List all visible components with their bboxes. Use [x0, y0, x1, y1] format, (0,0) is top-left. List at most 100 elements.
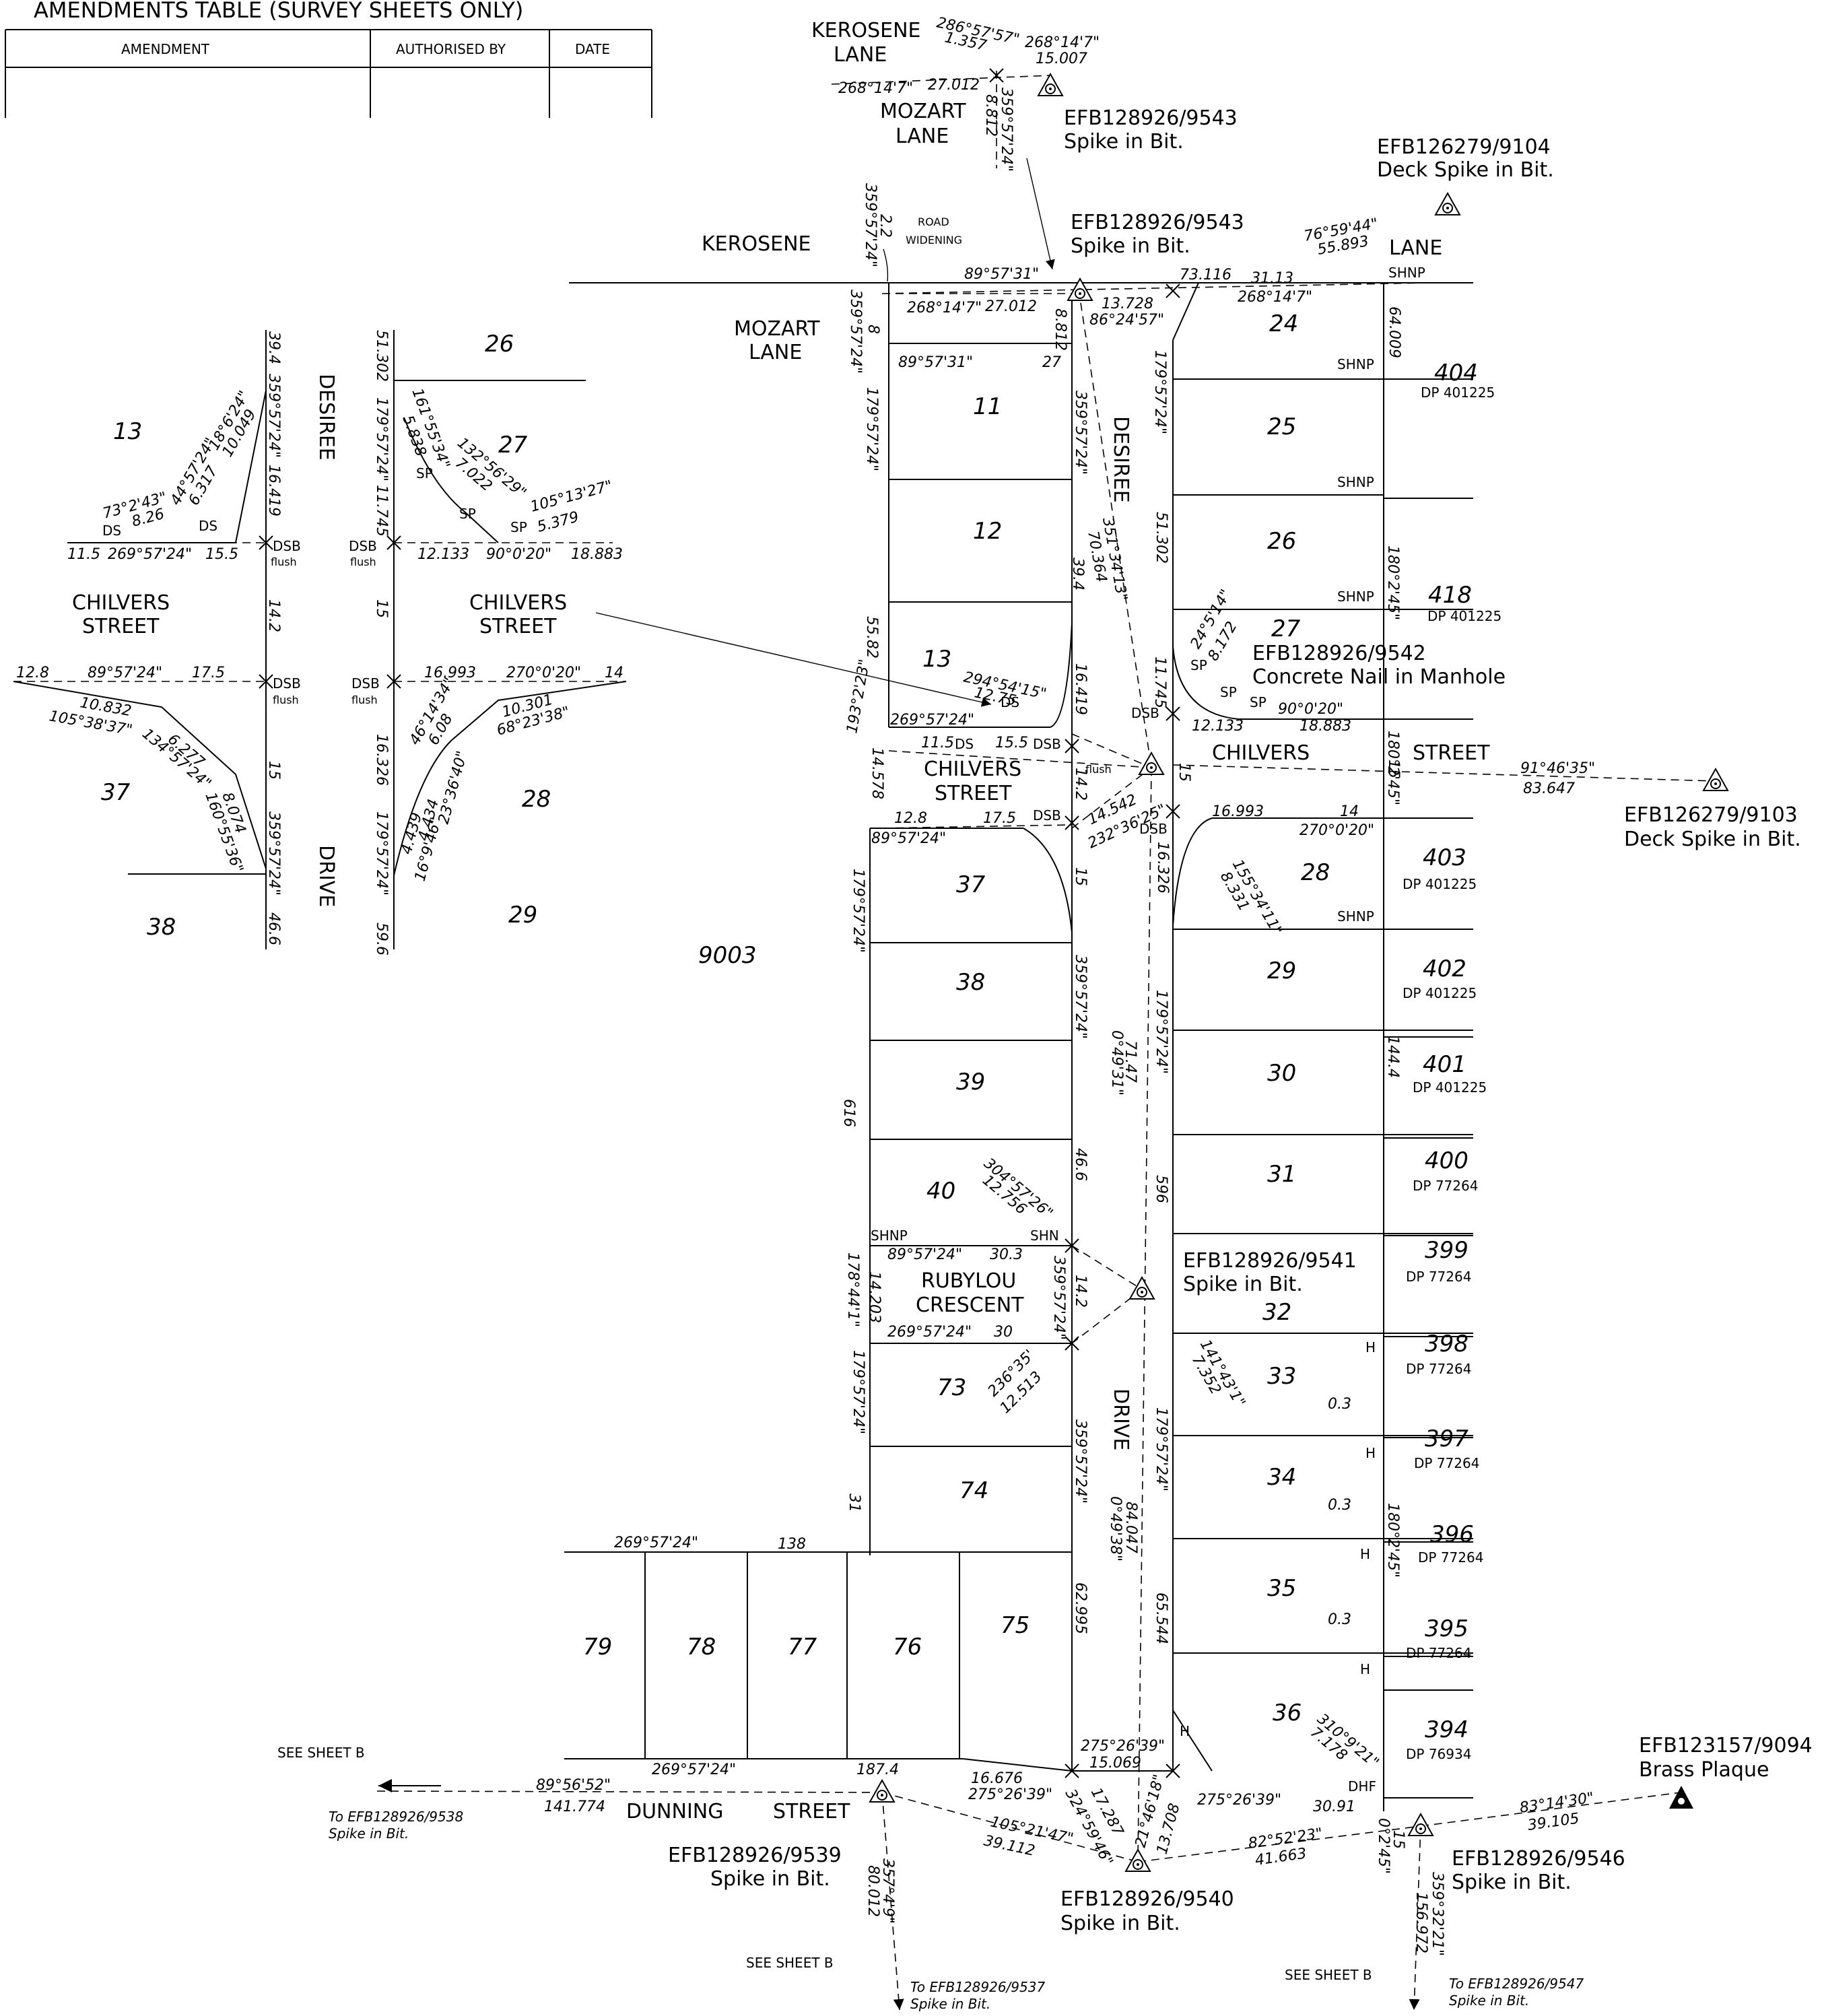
- svg-text:flush: flush: [350, 556, 376, 568]
- svg-text:8.812: 8.812: [1052, 308, 1069, 351]
- svg-text:14.578: 14.578: [869, 747, 885, 799]
- mark-9543-top-desc: Spike in Bit.: [1064, 130, 1184, 154]
- svg-text:359°57'24": 359°57'24": [847, 290, 864, 374]
- drive-label: DRIVE: [1109, 1388, 1133, 1450]
- svg-text:179°57'24": 179°57'24": [1151, 350, 1168, 434]
- pm-9540-icon: [1125, 1849, 1151, 1872]
- svg-text:359°32'21": 359°32'21": [1429, 1872, 1446, 1956]
- svg-text:SHNP: SHNP: [1337, 908, 1374, 925]
- svg-text:14.2: 14.2: [1072, 768, 1089, 801]
- mark-9539-id: EFB128926/9539: [668, 1844, 842, 1867]
- lot-75: 75: [1001, 1612, 1030, 1639]
- svg-text:17.5: 17.5: [192, 665, 225, 681]
- lot-74: 74: [959, 1477, 988, 1504]
- pm-9104-icon: [1435, 193, 1460, 215]
- mark-9541-desc: Spike in Bit.: [1183, 1273, 1303, 1296]
- svg-text:27.012: 27.012: [985, 298, 1037, 315]
- svg-text:268°14'7": 268°14'7": [1025, 34, 1100, 51]
- svg-text:14.2: 14.2: [1072, 1275, 1089, 1308]
- lot-396: 396: [1430, 1521, 1474, 1548]
- svg-text:DSB: DSB: [351, 675, 380, 692]
- svg-text:86°24'57": 86°24'57": [1089, 312, 1164, 329]
- svg-text:0°49'31": 0°49'31": [1108, 1030, 1125, 1096]
- lot-12: 12: [973, 518, 1002, 545]
- svg-text:138: 138: [778, 1536, 806, 1553]
- lot-403: 403: [1423, 844, 1466, 871]
- svg-text:180°2'45": 180°2'45": [1384, 1503, 1401, 1578]
- svg-text:30: 30: [994, 1324, 1013, 1341]
- svg-text:268°14'7": 268°14'7": [838, 80, 913, 97]
- mark-9104-id: EFB126279/9104: [1377, 135, 1551, 159]
- svg-text:SP: SP: [1190, 657, 1207, 673]
- svg-text:16.419: 16.419: [1072, 663, 1089, 715]
- svg-text:80.012: 80.012: [865, 1865, 881, 1917]
- svg-text:DP 77264: DP 77264: [1414, 1455, 1479, 1471]
- svg-text:359°57'24": 359°57'24": [265, 374, 282, 458]
- mark-9094-id: EFB123157/9094: [1639, 1734, 1813, 1757]
- kerosene-top: KEROSENE: [811, 19, 920, 42]
- svg-text:16.326: 16.326: [373, 734, 390, 786]
- lane-label: LANE: [1389, 236, 1442, 260]
- svg-text:DP 77264: DP 77264: [1406, 1269, 1471, 1285]
- svg-text:51.302: 51.302: [1153, 512, 1170, 564]
- mozart-label: MOZART: [734, 317, 820, 341]
- pm-9543-top-icon: [1038, 73, 1063, 96]
- svg-text:30.91: 30.91: [1313, 1799, 1355, 1815]
- lot-28: 28: [1301, 859, 1330, 886]
- svg-text:2.2: 2.2: [877, 214, 893, 238]
- svg-text:DHF: DHF: [1348, 1778, 1376, 1794]
- svg-text:31: 31: [846, 1493, 863, 1512]
- svg-text:SHN: SHN: [1030, 1228, 1059, 1244]
- svg-text:15: 15: [1176, 763, 1192, 782]
- svg-text:269°57'24": 269°57'24": [108, 546, 192, 563]
- svg-text:359°57'24": 359°57'24": [1050, 1256, 1067, 1340]
- svg-text:SP: SP: [1220, 684, 1237, 700]
- mark-9539-desc: Spike in Bit.: [710, 1867, 830, 1891]
- lot-404: 404: [1434, 360, 1478, 387]
- svg-text:89°57'24": 89°57'24": [887, 1246, 962, 1263]
- svg-text:SP: SP: [510, 519, 527, 535]
- svg-text:27.012: 27.012: [928, 77, 980, 94]
- lot-31: 31: [1267, 1161, 1296, 1188]
- svg-text:178°44'1": 178°44'1": [844, 1252, 861, 1327]
- svg-text:89°56'52": 89°56'52": [536, 1777, 611, 1794]
- svg-text:16.326: 16.326: [1154, 842, 1171, 894]
- svg-text:0°49'38": 0°49'38": [1107, 1496, 1124, 1561]
- svg-text:269°57'24": 269°57'24": [887, 1324, 972, 1341]
- svg-text:16.419: 16.419: [265, 465, 282, 516]
- dunning-label: DUNNING: [626, 1800, 723, 1823]
- dimensions: 286°57'57" 1.357 268°14'7" 15.007 268°14…: [16, 14, 1595, 1956]
- to-9537-line1: To EFB128926/9537: [910, 1979, 1045, 1995]
- svg-text:DS: DS: [102, 523, 121, 539]
- mark-9540-desc: Spike in Bit.: [1060, 1912, 1180, 1935]
- mozart-top: MOZART: [880, 100, 966, 123]
- svg-text:180°2'45": 180°2'45": [1384, 545, 1401, 620]
- svg-text:SHNP: SHNP: [1337, 474, 1374, 490]
- to-9547-line1: To EFB128926/9547: [1449, 1976, 1584, 1992]
- lane-mozart-label: LANE: [749, 341, 802, 364]
- street-label: STREET: [1413, 741, 1490, 765]
- svg-text:90°0'20": 90°0'20": [486, 546, 551, 563]
- svg-text:359°57'24": 359°57'24": [1072, 955, 1089, 1039]
- to-9538-line1: To EFB128926/9538: [329, 1809, 463, 1825]
- road-label: ROAD: [918, 215, 949, 228]
- lot-29: 29: [1267, 957, 1296, 984]
- svg-text:269°57'24": 269°57'24": [890, 712, 974, 729]
- svg-text:14: 14: [1340, 803, 1359, 820]
- kerosene-label: KEROSENE: [702, 232, 811, 256]
- svg-text:15: 15: [1072, 867, 1089, 886]
- inset-lot-26: 26: [485, 331, 514, 358]
- mark-9094-desc: Brass Plaque: [1639, 1758, 1769, 1782]
- svg-text:DSB: DSB: [1131, 705, 1159, 721]
- svg-text:179°57'24": 179°57'24": [373, 397, 390, 481]
- svg-text:H: H: [1365, 1445, 1376, 1461]
- svg-text:179°57'24": 179°57'24": [850, 1350, 867, 1434]
- col-authorised: AUTHORISED BY: [396, 41, 506, 57]
- lot-30: 30: [1267, 1060, 1296, 1087]
- pm-9546-icon: [1408, 1813, 1433, 1836]
- inset-drive: DRIVE: [314, 845, 338, 907]
- lot-32: 32: [1262, 1299, 1291, 1326]
- svg-text:83.647: 83.647: [1523, 780, 1575, 797]
- lot-401: 401: [1423, 1051, 1466, 1078]
- inset-lot-37: 37: [101, 779, 131, 806]
